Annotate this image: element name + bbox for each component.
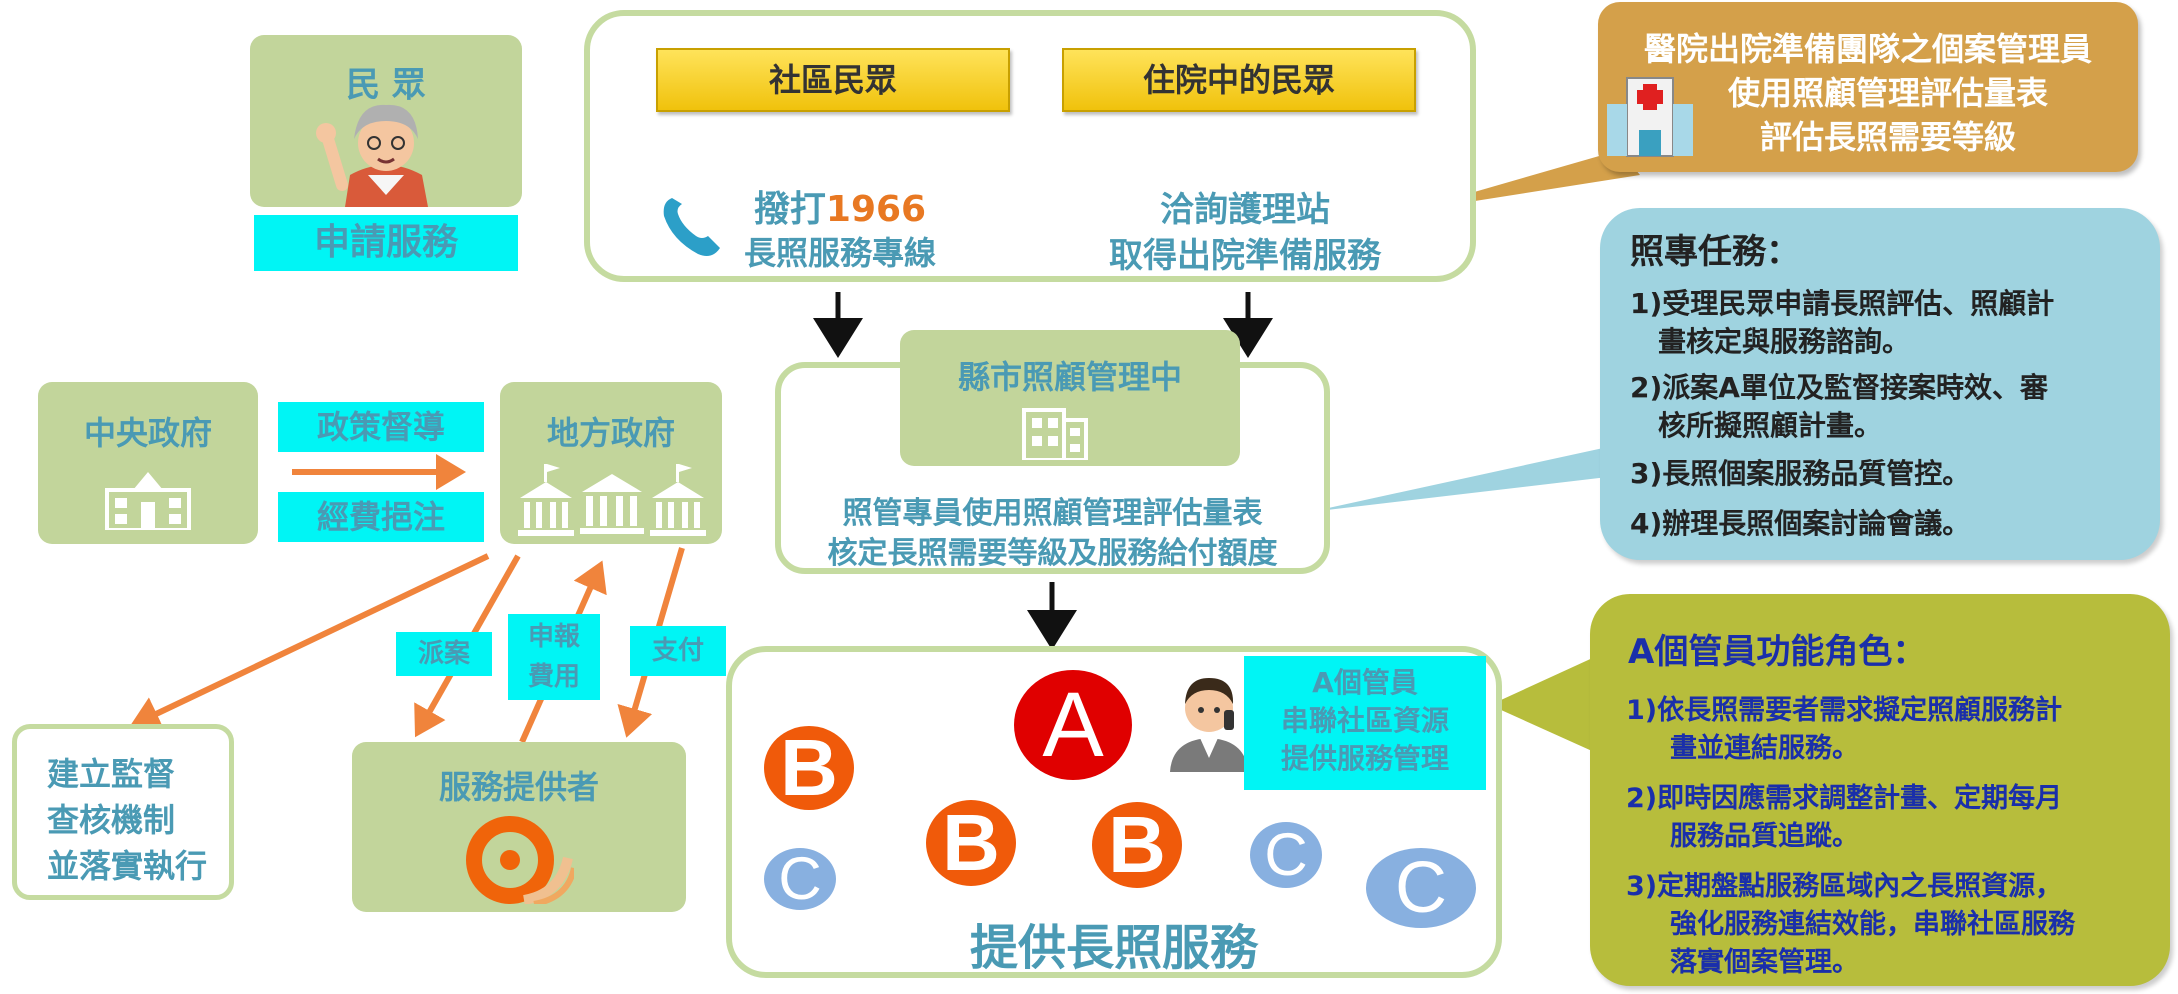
a-role-item-1a: 1)依長照需要者需求擬定照顧服務計 [1626, 695, 2063, 726]
case-manager-label: A個管員 串聯社區資源 提供服務管理 [1244, 656, 1486, 790]
center-desc-line1: 照管專員使用照顧管理評估量表 [842, 496, 1263, 531]
node-b-1-label: B [780, 723, 838, 812]
citizen-panel: 民 眾 [250, 35, 522, 207]
node-c-1-label: C [778, 845, 822, 912]
node-c-2-label: C [1264, 821, 1308, 888]
duty-title: 照專任務： [1630, 232, 1800, 272]
duty-callout: 照專任務： 1)受理民眾申請長照評估、照顧計 畫核定與服務諮詢。 2)派案A單位… [1600, 208, 2160, 560]
hospital-icon [1607, 77, 1693, 157]
node-c-3 [1366, 848, 1476, 928]
local-gov-title: 地方政府 [546, 414, 675, 452]
duty-item-2a: 2)派案A單位及監督接案時效、審 [1630, 371, 2048, 404]
civic-buildings-icon [518, 464, 706, 536]
duty-item-3: 3)長照個案服務品質管控。 [1630, 457, 1971, 490]
hotline-number: 1966 [825, 189, 927, 230]
funding-label: 經費挹注 [278, 492, 484, 542]
case-manager-line3: 提供服務管理 [1280, 742, 1449, 775]
node-c-2 [1250, 822, 1322, 888]
a-role-item-3a: 3)定期盤點服務區域內之長照資源， [1626, 871, 2063, 902]
hospital-note-line1: 醫院出院準備團隊之個案管理員 [1643, 30, 2092, 68]
inpatient-citizen-button[interactable]: 住院中的民眾 [1062, 48, 1416, 112]
duty-item-4: 4)辦理長照個案討論會議。 [1630, 507, 1971, 540]
hotline-subtitle: 長照服務專線 [743, 234, 936, 272]
node-b-3 [1092, 802, 1182, 888]
discharge-service-label: 取得出院準備服務 [1109, 236, 1381, 276]
node-a-label: A [1042, 674, 1104, 776]
service-title: 提供長照服務 [969, 920, 1258, 976]
hotline-prefix: 撥打 [753, 189, 826, 230]
a-role-title: A個管員功能角色： [1628, 632, 1927, 672]
case-manager-line1: A個管員 [1312, 666, 1418, 699]
report-fee-label: 申報 費用 [508, 614, 600, 700]
arrow-supervise [129, 553, 490, 730]
duty-item-2b: 核所擬照顧計畫。 [1658, 409, 1883, 442]
report-fee-line1: 申報 [527, 622, 580, 652]
node-c-3-label: C [1395, 848, 1447, 928]
service-provider-box: 服務提供者 [352, 742, 686, 912]
supervise-line3: 並落實執行 [47, 847, 208, 885]
duty-callout-pointer [1310, 440, 1650, 512]
management-center-title: 縣市照顧管理中 [957, 358, 1182, 396]
local-gov-box: 地方政府 [500, 382, 722, 544]
central-gov-title: 中央政府 [83, 414, 212, 452]
government-building-icon [105, 472, 191, 530]
central-gov-box: 中央政府 [38, 382, 258, 544]
dispatch-label: 派案 [396, 632, 492, 676]
building-icon [1022, 408, 1088, 460]
supervise-box: 建立監督 查核機制 並落實執行 [12, 724, 234, 900]
report-fee-line2: 費用 [527, 662, 580, 692]
a-role-callout: A個管員功能角色： 1)依長照需要者需求擬定照顧服務計 畫並連結服務。 2)即時… [1590, 594, 2170, 986]
elder-icon [316, 104, 428, 207]
community-citizen-button[interactable]: 社區民眾 [656, 48, 1010, 112]
duty-item-1a: 1)受理民眾申請長照評估、照顧計 [1630, 287, 2055, 320]
phone-icon [663, 198, 720, 256]
a-role-item-2a: 2)即時因應需求調整計畫、定期每月 [1626, 783, 2063, 814]
a-role-item-2b: 服務品質追蹤。 [1670, 821, 1859, 852]
role-callout-pointer [1490, 650, 1612, 760]
node-a [1014, 670, 1132, 780]
duty-item-1b: 畫核定與服務諮詢。 [1658, 325, 1911, 358]
citizen-title: 民 眾 [346, 65, 426, 105]
node-b-2-label: B [942, 798, 1000, 887]
hospital-note-line2: 使用照顧管理評估量表 [1727, 74, 2048, 112]
policy-label: 政策督導 [278, 402, 484, 452]
center-desc-line2: 核定長照需要等級及服務給付額度 [827, 536, 1278, 571]
apply-service-label: 申請服務 [254, 215, 518, 271]
pay-label: 支付 [630, 626, 726, 676]
case-manager-icon [1170, 678, 1248, 772]
long-term-care-logo-icon [466, 816, 574, 904]
supervise-line1: 建立監督 [47, 755, 176, 793]
node-b-2 [926, 800, 1016, 886]
a-role-item-3b: 強化服務連結效能，串聯社區服務 [1670, 909, 2075, 940]
case-manager-line2: 串聯社區資源 [1280, 704, 1449, 737]
nurse-station-label: 洽詢護理站 [1160, 190, 1330, 230]
service-provider-title: 服務提供者 [438, 768, 599, 806]
hospital-note-line3: 評估長照需要等級 [1759, 118, 2016, 156]
node-b-3-label: B [1108, 800, 1166, 889]
node-c-1 [764, 848, 836, 910]
management-center-box: 縣市照顧管理中 [900, 330, 1240, 466]
a-role-item-1b: 畫並連結服務。 [1670, 733, 1859, 764]
hotline-line1: 撥打1966 [700, 180, 980, 232]
a-role-item-3c: 落實個案管理。 [1670, 947, 1859, 978]
node-b-1 [764, 726, 854, 810]
supervise-line2: 查核機制 [47, 801, 176, 839]
